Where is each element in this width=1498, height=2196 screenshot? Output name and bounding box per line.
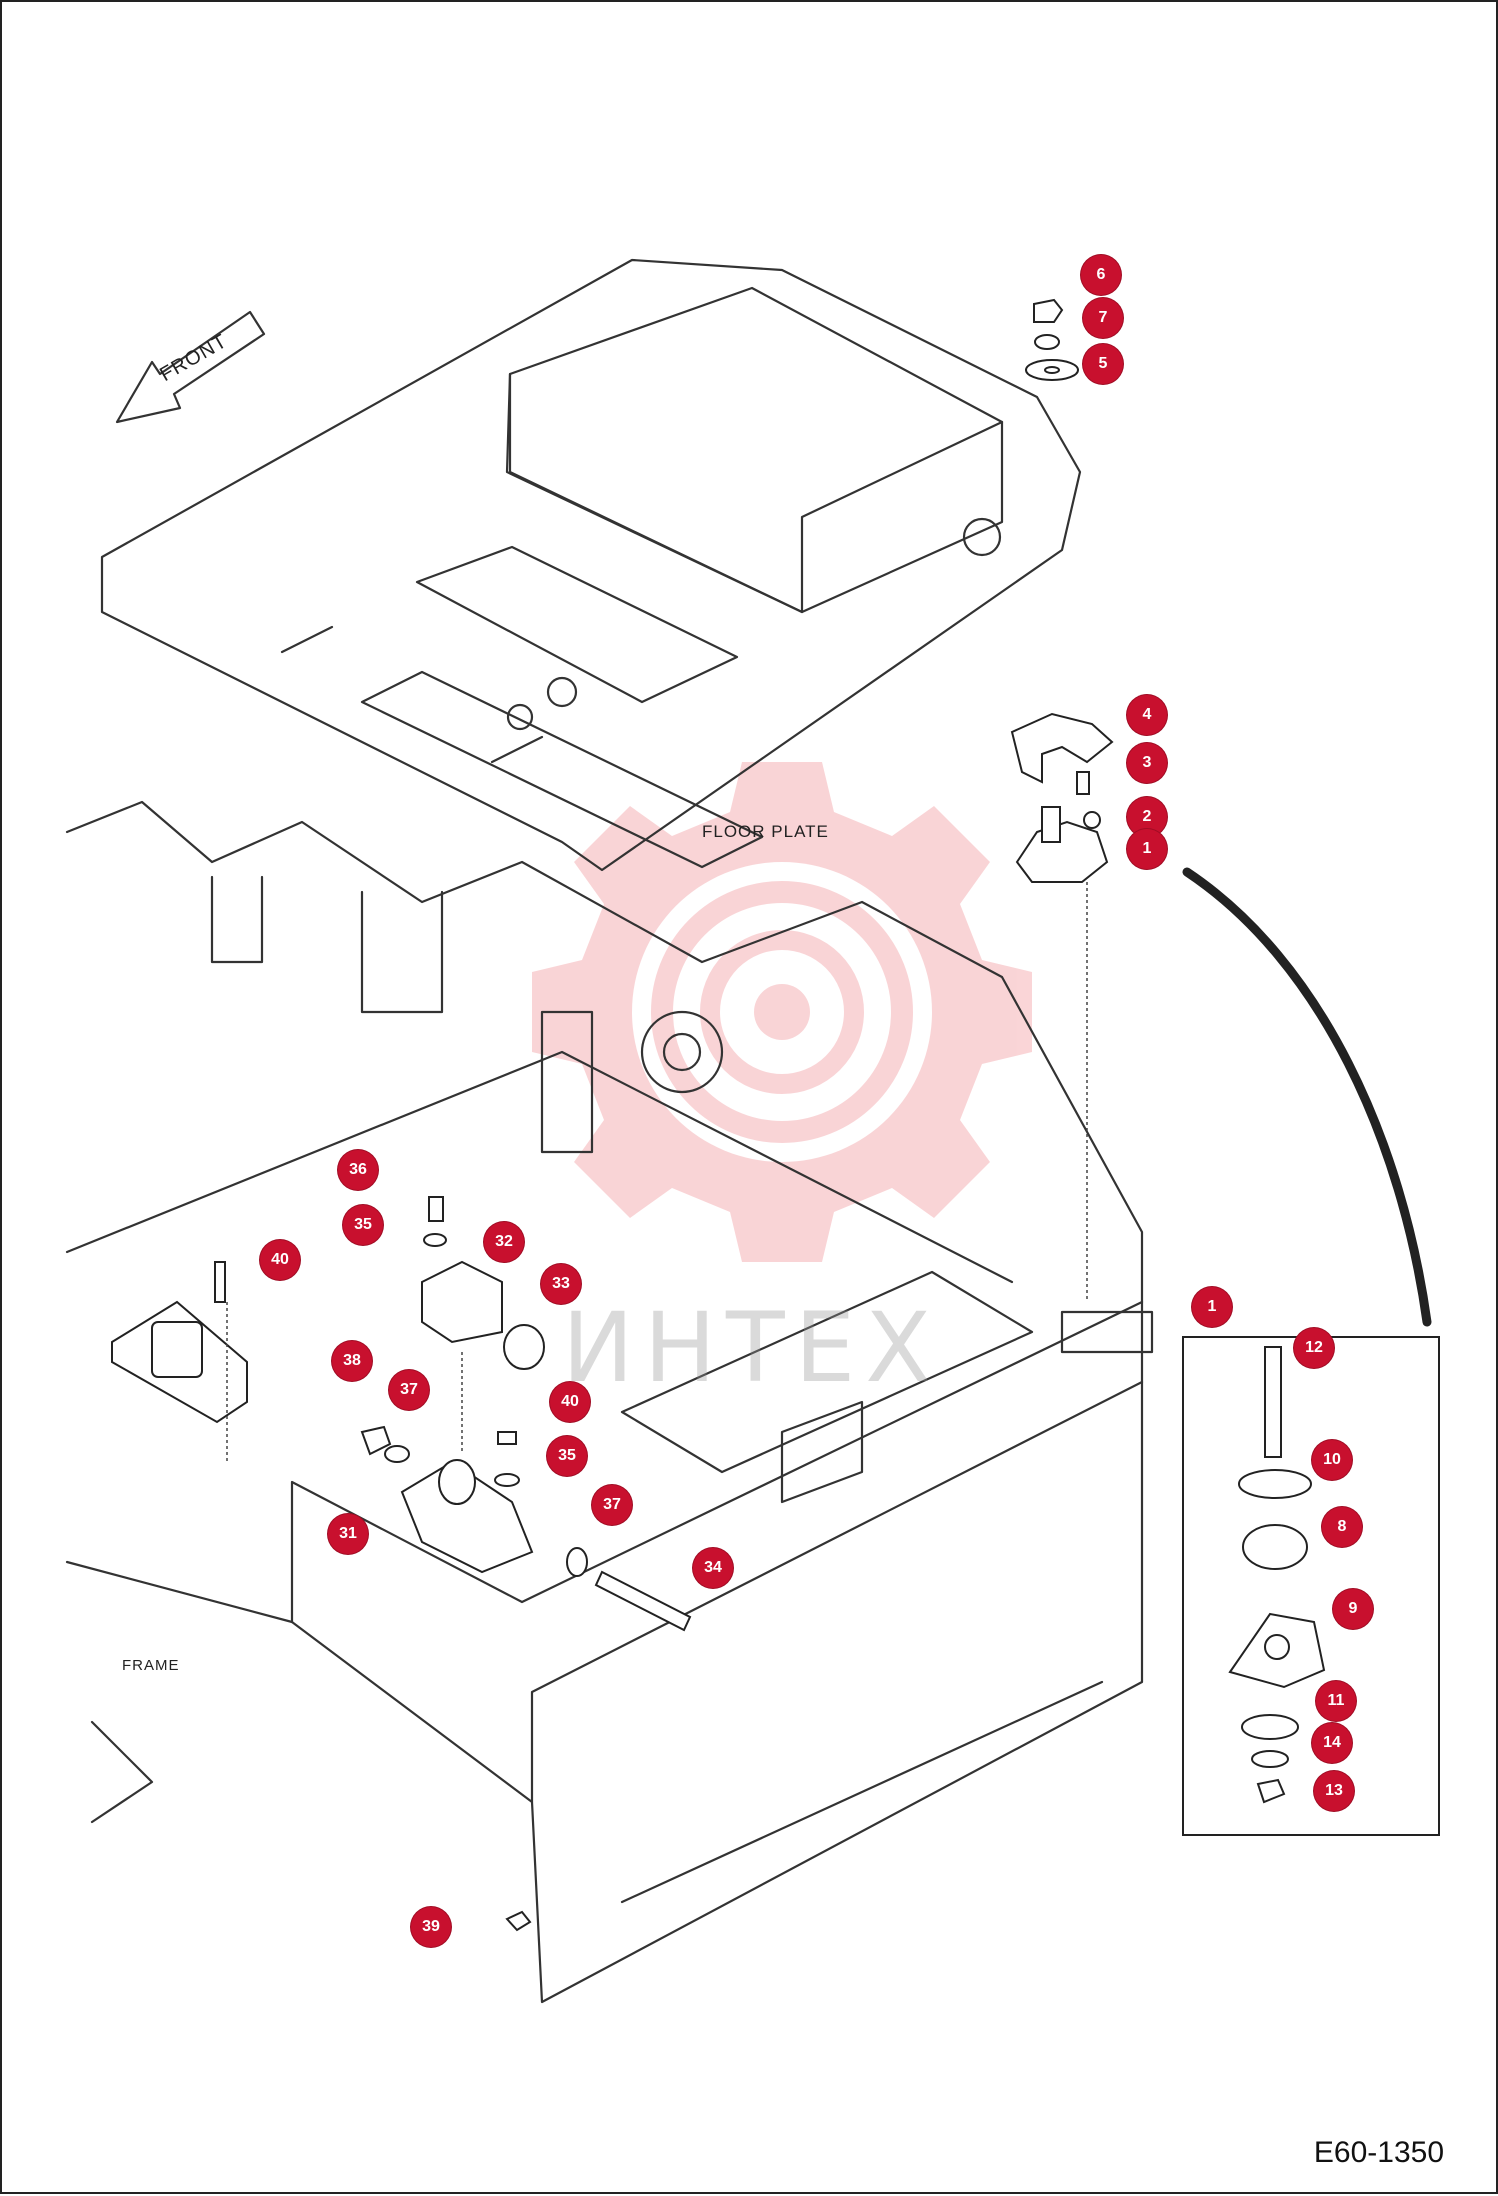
callout-36[interactable]: 36 [338,1150,378,1190]
diagram-code: E60-1350 [1313,2136,1444,2169]
callout-34[interactable]: 34 [693,1548,733,1588]
callout-37-b[interactable]: 37 [592,1485,632,1525]
watermark-text: ИНТЕХ [562,1292,942,1404]
callout-9[interactable]: 9 [1333,1589,1373,1629]
callout-13[interactable]: 13 [1314,1771,1354,1811]
callout-1-detail[interactable]: 1 [1192,1287,1232,1327]
callout-5[interactable]: 5 [1083,344,1123,384]
callout-1[interactable]: 1 [1127,829,1167,869]
callout-7[interactable]: 7 [1083,298,1123,338]
inset-parts [1228,1346,1326,1804]
floor-plate-drawing [100,258,1082,872]
callout-11[interactable]: 11 [1316,1681,1356,1721]
callout-40[interactable]: 40 [260,1240,300,1280]
callout-14[interactable]: 14 [1312,1723,1352,1763]
bracket-parts [111,1196,692,1932]
callout-38[interactable]: 38 [332,1341,372,1381]
callout-10[interactable]: 10 [1312,1440,1352,1480]
detail-pointer-curve [1182,867,1432,1327]
front-arrow [115,310,266,424]
callout-33[interactable]: 33 [541,1264,581,1304]
mount-assembly-drawing [1010,712,1114,1302]
frame-label: FRAME [122,1657,180,1674]
callout-40-b[interactable]: 40 [550,1382,590,1422]
callout-6[interactable]: 6 [1081,255,1121,295]
callout-31[interactable]: 31 [328,1514,368,1554]
callout-12[interactable]: 12 [1294,1328,1334,1368]
watermark-gear [532,762,1032,1262]
detail-inset-box [1182,1336,1440,1836]
callout-4[interactable]: 4 [1127,695,1167,735]
nut-washer-parts [1025,298,1079,381]
frame-drawing [65,800,1154,2004]
floor-plate-label: FLOOR PLATE [702,822,829,841]
callout-8[interactable]: 8 [1322,1507,1362,1547]
callout-35-b[interactable]: 35 [547,1436,587,1476]
callout-35[interactable]: 35 [343,1205,383,1245]
callout-3[interactable]: 3 [1127,743,1167,783]
callout-39[interactable]: 39 [411,1907,451,1947]
callout-37[interactable]: 37 [389,1370,429,1410]
callout-32[interactable]: 32 [484,1222,524,1262]
